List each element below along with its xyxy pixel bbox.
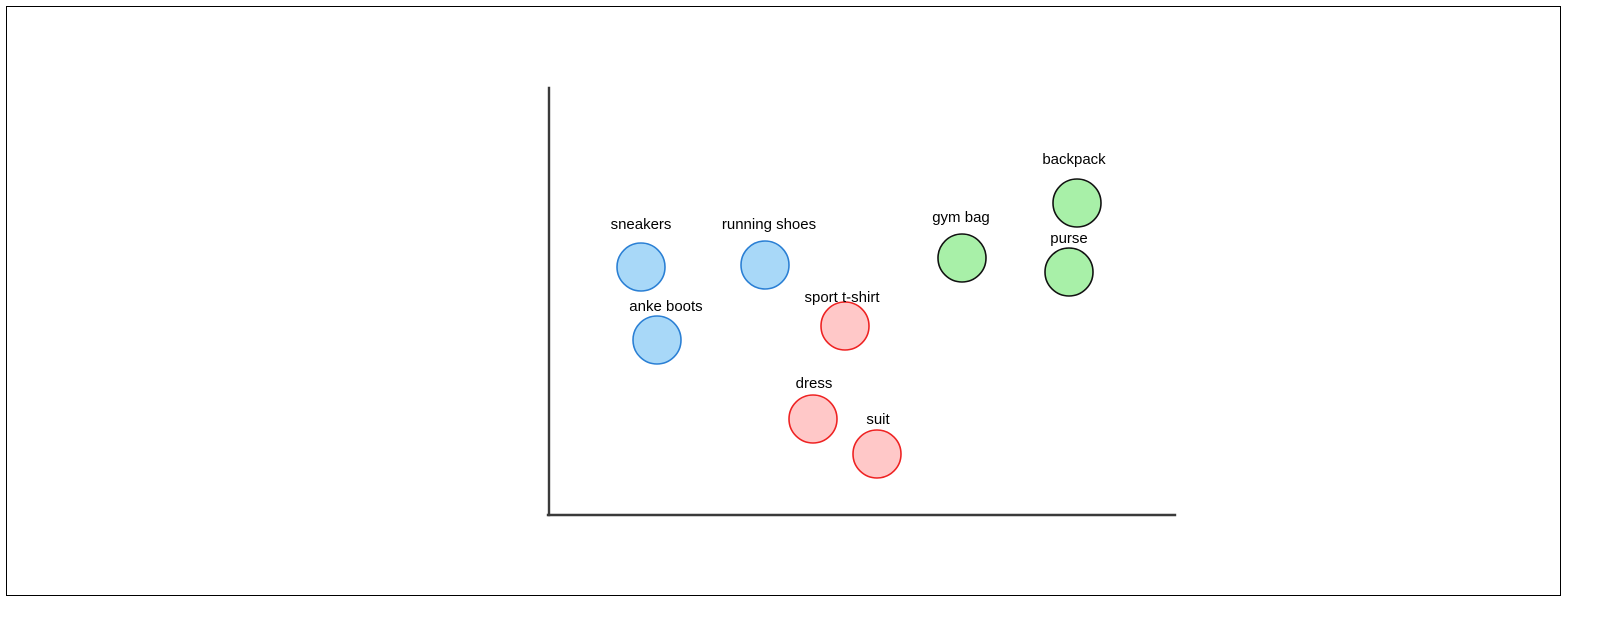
data-point-gym-bag[interactable]: gym bag	[932, 209, 990, 283]
label-dress: dress	[796, 375, 833, 392]
bubble-sneakers[interactable]	[616, 242, 666, 292]
data-point-backpack[interactable]: backpack	[1042, 151, 1106, 228]
label-running-shoes: running shoes	[722, 216, 816, 233]
bubble-purse[interactable]	[1044, 247, 1094, 297]
bubble-gym-bag[interactable]	[937, 233, 987, 283]
bubble-backpack[interactable]	[1052, 178, 1102, 228]
data-point-sneakers[interactable]: sneakers	[611, 216, 672, 292]
bubble-anke-boots[interactable]	[632, 315, 682, 365]
data-point-suit[interactable]: suit	[852, 411, 902, 479]
label-anke-boots: anke boots	[629, 298, 702, 315]
label-gym-bag: gym bag	[932, 209, 990, 226]
label-suit: suit	[866, 411, 890, 428]
bubble-running-shoes[interactable]	[740, 240, 790, 290]
label-purse: purse	[1050, 230, 1088, 247]
data-point-purse[interactable]: purse	[1044, 230, 1094, 297]
bubble-sport-t-shirt[interactable]	[820, 301, 870, 351]
bubble-suit[interactable]	[852, 429, 902, 479]
data-point-running-shoes[interactable]: running shoes	[722, 216, 816, 290]
data-point-dress[interactable]: dress	[788, 375, 838, 444]
label-sport-t-shirt: sport t-shirt	[804, 289, 880, 306]
label-sneakers: sneakers	[611, 216, 672, 233]
data-point-sport-t-shirt[interactable]: sport t-shirt	[804, 289, 880, 351]
label-backpack: backpack	[1042, 151, 1106, 168]
axes-group	[546, 86, 1177, 517]
data-point-anke-boots[interactable]: anke boots	[629, 298, 703, 365]
data-points-group: sneakers running shoes anke boots sport t-s…	[611, 151, 1106, 479]
bubble-dress[interactable]	[788, 394, 838, 444]
